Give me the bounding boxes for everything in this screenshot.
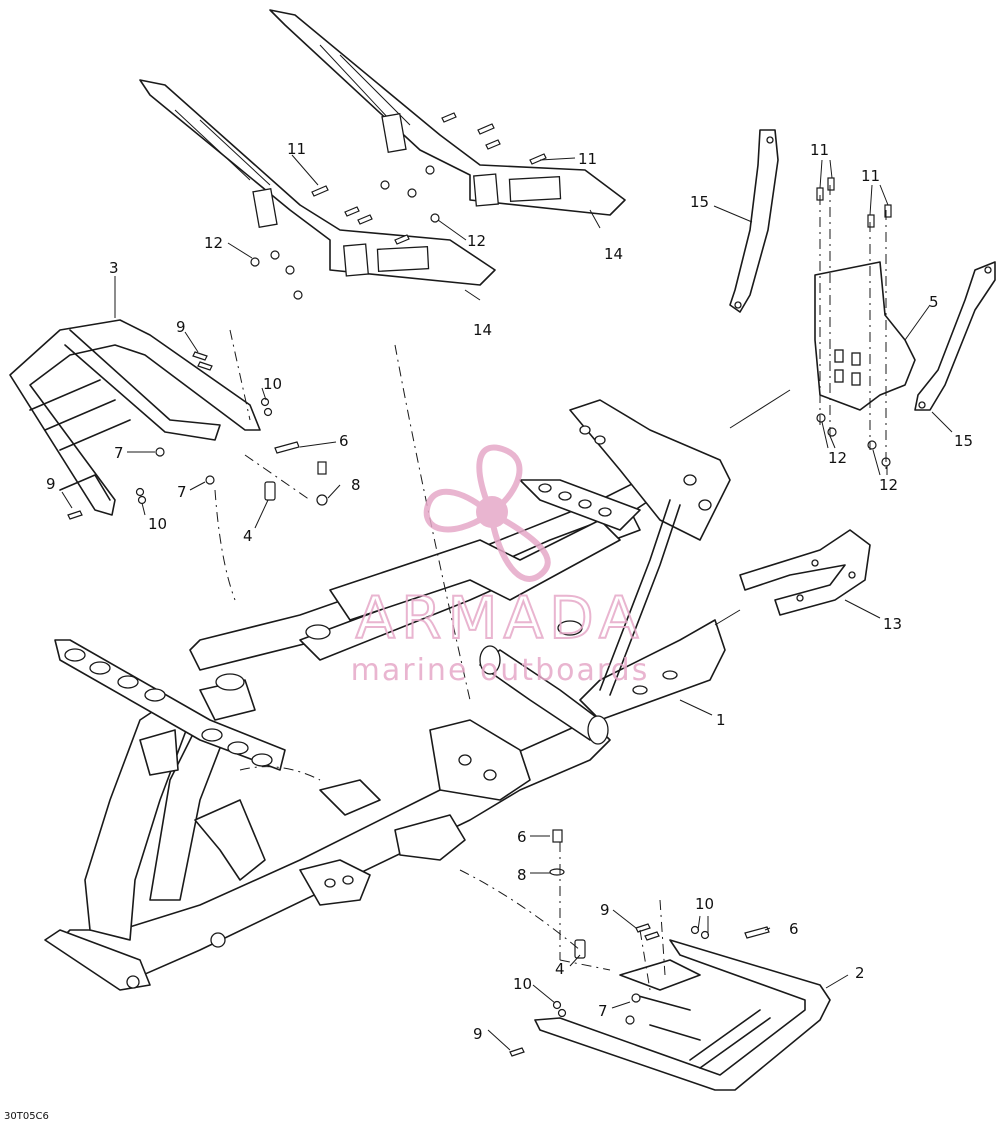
watermark-tagline: marine outboards xyxy=(351,653,650,688)
callout-6: 6 xyxy=(789,920,799,938)
callout-11: 11 xyxy=(287,140,306,158)
callout-15: 15 xyxy=(690,193,709,211)
subframe-rail-left xyxy=(139,79,496,286)
subframe-rail-right xyxy=(269,9,626,216)
callout-11: 11 xyxy=(861,167,880,185)
callout-12: 12 xyxy=(879,476,898,494)
callout-4: 4 xyxy=(243,527,253,545)
leader-lines xyxy=(61,154,953,1051)
callout-10: 10 xyxy=(263,375,282,393)
front-rack xyxy=(534,939,831,1091)
hardware xyxy=(67,112,892,1057)
watermark-brand: ARMADA xyxy=(355,584,644,652)
main-frame xyxy=(44,399,731,991)
callout-14: 14 xyxy=(604,245,623,263)
callout-3: 3 xyxy=(109,259,119,277)
callout-14: 14 xyxy=(473,321,492,339)
callout-10: 10 xyxy=(695,895,714,913)
callout-8: 8 xyxy=(351,476,361,494)
watermark-hub xyxy=(476,496,508,528)
callout-13: 13 xyxy=(883,615,902,633)
drawing-code: 30T05C6 xyxy=(4,1111,49,1122)
callout-7: 7 xyxy=(114,444,124,462)
watermark: ARMADA marine outboards xyxy=(351,444,650,688)
callouts: 1 2 3 4 4 5 6 6 6 7 7 7 8 8 9 9 9 9 10 1… xyxy=(46,140,973,1043)
callout-6: 6 xyxy=(517,828,527,846)
callout-2: 2 xyxy=(855,964,865,982)
callout-15: 15 xyxy=(954,432,973,450)
front-bracket xyxy=(739,529,871,616)
callout-6: 6 xyxy=(339,432,349,450)
callout-7: 7 xyxy=(177,483,187,501)
callout-9: 9 xyxy=(176,318,186,336)
assembly-lines xyxy=(214,185,887,991)
callout-1: 1 xyxy=(716,711,726,729)
callout-4: 4 xyxy=(555,960,565,978)
callout-9: 9 xyxy=(473,1025,483,1043)
callout-11: 11 xyxy=(810,141,829,159)
watermark-propeller-icon xyxy=(423,444,551,582)
callout-10: 10 xyxy=(513,975,532,993)
rear-rack xyxy=(9,319,261,516)
callout-8: 8 xyxy=(517,866,527,884)
link-left xyxy=(729,129,779,313)
callout-12: 12 xyxy=(467,232,486,250)
callout-5: 5 xyxy=(929,293,939,311)
callout-10: 10 xyxy=(148,515,167,533)
callout-12: 12 xyxy=(828,449,847,467)
callout-9: 9 xyxy=(46,475,56,493)
mount-plate xyxy=(814,261,916,411)
callout-12: 12 xyxy=(204,234,223,252)
callout-11: 11 xyxy=(578,150,597,168)
callout-7: 7 xyxy=(598,1002,608,1020)
link-right xyxy=(914,261,996,411)
callout-9: 9 xyxy=(600,901,610,919)
